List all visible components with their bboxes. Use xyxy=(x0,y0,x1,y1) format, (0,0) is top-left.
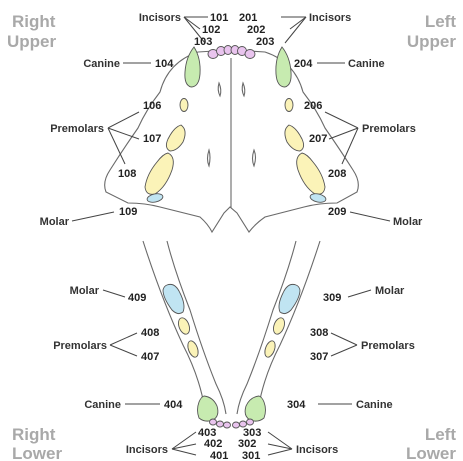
number-208: 208 xyxy=(328,168,346,180)
number-204: 204 xyxy=(294,58,313,70)
quadrant-right-upper-line1: Right xyxy=(12,12,56,31)
number-408: 408 xyxy=(141,327,159,339)
number-102: 102 xyxy=(202,24,220,36)
number-203: 203 xyxy=(256,36,274,48)
tooth-206 xyxy=(285,99,293,112)
quadrant-left-upper-line1: Left xyxy=(425,12,457,31)
number-108: 108 xyxy=(118,168,136,180)
number-109: 109 xyxy=(119,206,137,218)
number-302: 302 xyxy=(238,438,256,450)
label-canine-upper-left: Canine xyxy=(348,58,385,70)
number-308: 308 xyxy=(310,327,328,339)
palatal-fissure-left xyxy=(253,150,256,166)
number-206: 206 xyxy=(304,100,322,112)
number-107: 107 xyxy=(143,133,161,145)
quadrant-right-lower-line2: Lower xyxy=(12,444,62,461)
label-incisors-lower-right: Incisors xyxy=(126,444,168,456)
tooth-403 xyxy=(210,419,217,425)
quadrant-left-lower-line1: Left xyxy=(425,425,457,444)
tooth-401 xyxy=(224,422,231,428)
label-canine-lower-right: Canine xyxy=(84,399,121,411)
label-incisors-upper-left: Incisors xyxy=(309,12,351,24)
label-premolars-lower-right: Premolars xyxy=(53,340,107,352)
number-207: 207 xyxy=(309,133,327,145)
number-407: 407 xyxy=(141,351,159,363)
quadrant-left-upper-line2: Upper xyxy=(407,32,457,51)
number-101: 101 xyxy=(210,12,228,24)
label-molar-lower-left: Molar xyxy=(375,285,405,297)
label-incisors-upper-right: Incisors xyxy=(139,12,181,24)
number-202: 202 xyxy=(247,24,265,36)
number-106: 106 xyxy=(143,100,161,112)
number-409: 409 xyxy=(128,292,146,304)
tooth-301 xyxy=(233,422,240,428)
number-307: 307 xyxy=(310,351,328,363)
quadrant-right-upper-line2: Upper xyxy=(7,32,57,51)
number-103: 103 xyxy=(194,36,212,48)
label-molar-upper-right: Molar xyxy=(40,216,70,228)
number-201: 201 xyxy=(239,12,257,24)
tooth-402 xyxy=(217,421,224,427)
tooth-106 xyxy=(180,99,188,112)
label-canine-lower-left: Canine xyxy=(356,399,393,411)
label-premolars-lower-left: Premolars xyxy=(361,340,415,352)
number-301: 301 xyxy=(242,450,260,461)
quadrant-right-lower-line1: Right xyxy=(12,425,56,444)
tooth-303 xyxy=(247,419,254,425)
palatal-fissure-right xyxy=(208,150,211,166)
label-canine-upper-right: Canine xyxy=(83,58,120,70)
number-304: 304 xyxy=(287,399,306,411)
number-309: 309 xyxy=(323,292,341,304)
label-premolars-upper-right: Premolars xyxy=(50,123,104,135)
tooth-204 xyxy=(276,47,291,87)
label-molar-upper-left: Molar xyxy=(393,216,423,228)
number-209: 209 xyxy=(328,206,346,218)
number-404: 404 xyxy=(164,399,183,411)
number-104: 104 xyxy=(155,58,174,70)
number-401: 401 xyxy=(210,450,228,461)
quadrant-left-lower-line2: Lower xyxy=(406,444,456,461)
label-incisors-lower-left: Incisors xyxy=(296,444,338,456)
label-premolars-upper-left: Premolars xyxy=(362,123,416,135)
label-molar-lower-right: Molar xyxy=(70,285,100,297)
tooth-203 xyxy=(245,50,255,59)
number-402: 402 xyxy=(204,438,222,450)
